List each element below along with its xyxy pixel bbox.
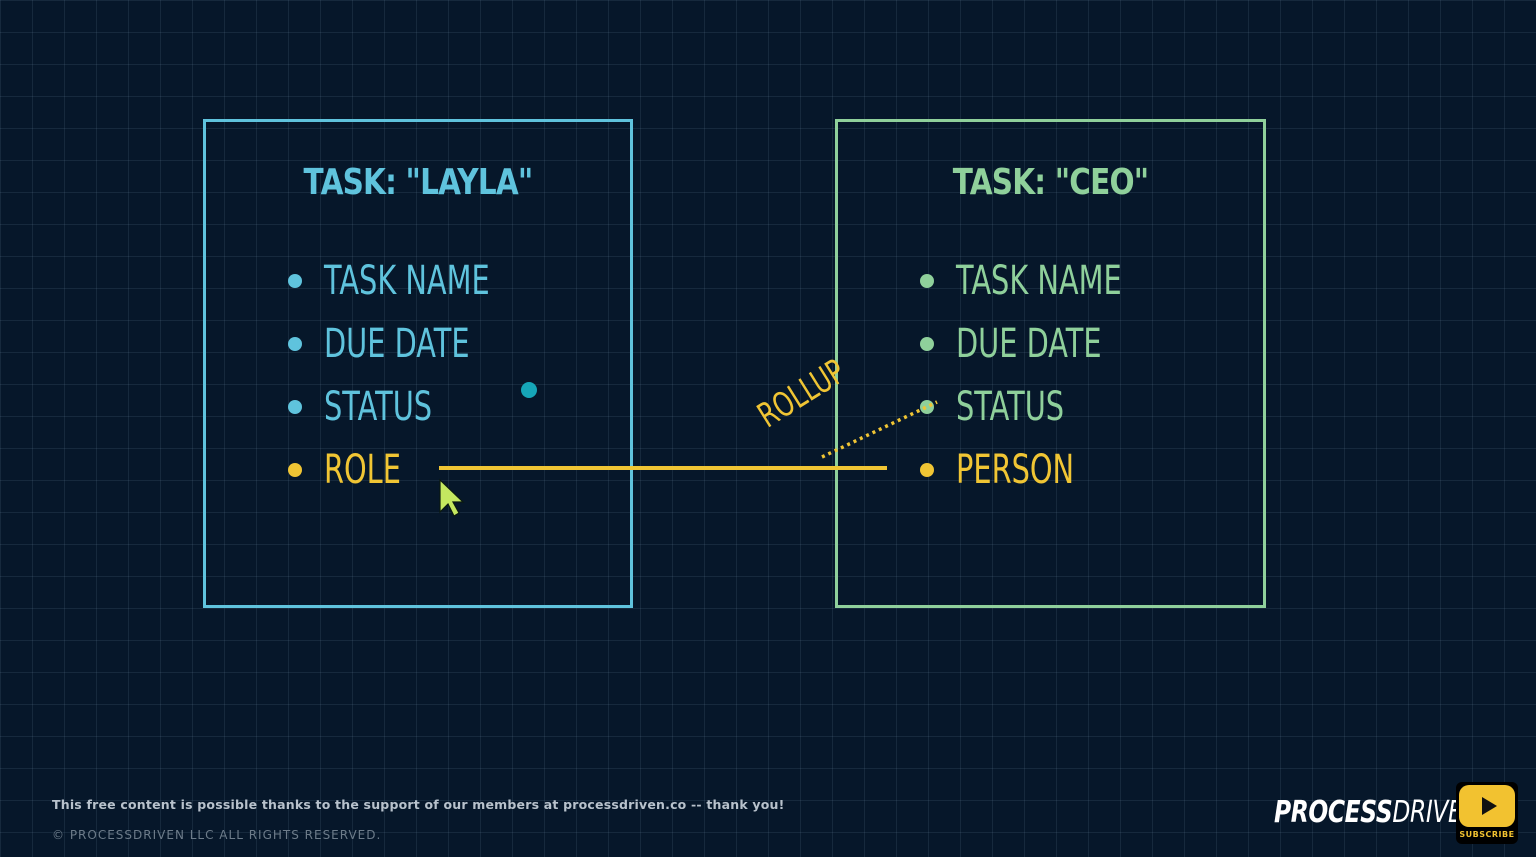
subscribe-label: SUBSCRIBE bbox=[1459, 830, 1515, 839]
field-due-date: DUE DATE bbox=[288, 319, 526, 369]
task-card-ceo: TASK: "CEO" TASK NAME DUE DATE STATUS PE… bbox=[835, 119, 1266, 608]
field-due-date: DUE DATE bbox=[920, 319, 1158, 369]
footer-note: This free content is possible thanks to … bbox=[52, 797, 785, 812]
field-label: TASK NAME bbox=[324, 258, 490, 304]
field-label: STATUS bbox=[324, 384, 433, 430]
bullet-icon bbox=[920, 463, 934, 477]
bullet-icon bbox=[920, 400, 934, 414]
card-title: TASK: "CEO" bbox=[952, 162, 1149, 203]
field-label: DUE DATE bbox=[956, 321, 1102, 367]
subscribe-button[interactable]: SUBSCRIBE bbox=[1456, 782, 1518, 844]
bullet-icon bbox=[288, 463, 302, 477]
field-task-name: TASK NAME bbox=[288, 256, 554, 306]
field-person: PERSON bbox=[920, 445, 1120, 495]
field-status: STATUS bbox=[920, 382, 1106, 432]
field-label: ROLE bbox=[324, 447, 401, 493]
bullet-icon bbox=[288, 274, 302, 288]
brand-logo: PROCESSDRIVEN bbox=[1274, 795, 1480, 830]
youtube-icon bbox=[1459, 785, 1515, 827]
field-label: PERSON bbox=[956, 447, 1075, 493]
field-role: ROLE bbox=[288, 445, 431, 495]
field-status: STATUS bbox=[288, 382, 474, 432]
field-task-name: TASK NAME bbox=[920, 256, 1186, 306]
bullet-icon bbox=[288, 337, 302, 351]
task-card-layla: TASK: "LAYLA" TASK NAME DUE DATE STATUS … bbox=[203, 119, 633, 608]
bullet-icon bbox=[920, 337, 934, 351]
field-label: DUE DATE bbox=[324, 321, 470, 367]
footer-copyright: © PROCESSDRIVEN LLC ALL RIGHTS RESERVED. bbox=[52, 828, 382, 842]
play-icon bbox=[1482, 797, 1497, 815]
bullet-icon bbox=[288, 400, 302, 414]
brand-logo-bold: PROCESS bbox=[1274, 795, 1393, 830]
card-title: TASK: "LAYLA" bbox=[303, 162, 534, 203]
field-label: TASK NAME bbox=[956, 258, 1122, 304]
field-label: STATUS bbox=[956, 384, 1065, 430]
bullet-icon bbox=[920, 274, 934, 288]
